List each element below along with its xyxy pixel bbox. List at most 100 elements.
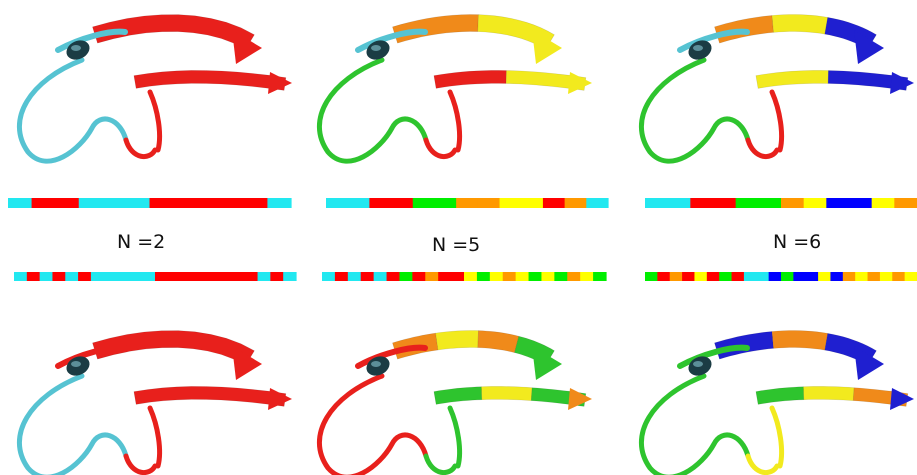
bar-segment: [830, 272, 843, 281]
bar-segment: [168, 272, 181, 281]
bar-segment: [892, 272, 905, 281]
helix-highlight: [693, 361, 703, 367]
bar-segment: [283, 272, 296, 281]
strand-segment: [434, 70, 507, 88]
bar-segment: [197, 198, 221, 208]
bar-segment: [52, 272, 65, 281]
c-terminal-tube: [426, 456, 455, 473]
bar-segment: [245, 272, 258, 281]
bar-segment: [804, 198, 827, 208]
bar-segment: [102, 198, 126, 208]
bar-segment: [413, 198, 435, 208]
c-terminal-tube: [126, 456, 155, 473]
bar-segment: [451, 272, 465, 281]
c-terminal-tube: [748, 456, 777, 473]
bar-segment: [348, 198, 370, 208]
strand-arrowhead: [890, 388, 914, 410]
bar-segment: [645, 198, 668, 208]
bar-segment: [682, 272, 695, 281]
bar-segment: [843, 272, 856, 281]
strand-segment: [134, 70, 286, 90]
strand-segment: [756, 70, 829, 88]
sequence-bar-col1_bottom: [14, 272, 297, 281]
bar-segment: [894, 198, 917, 208]
bar-segment: [322, 272, 336, 281]
strand-arrowhead: [568, 72, 592, 94]
bar-segment: [586, 198, 608, 208]
strand-segment: [756, 387, 804, 405]
bar-segment: [117, 272, 130, 281]
bar-segment: [206, 272, 219, 281]
strand-arrowhead: [890, 72, 914, 94]
bar-segment: [361, 272, 375, 281]
bar-segment: [855, 272, 868, 281]
bar-segment: [503, 272, 517, 281]
sequence-bar-col1_top: [8, 198, 292, 208]
bar-segment: [79, 198, 103, 208]
bar-segment: [27, 272, 40, 281]
bar-segment: [478, 198, 500, 208]
strand-segment: [434, 387, 482, 405]
bar-segment: [781, 198, 804, 208]
label-n2: N =2: [117, 231, 165, 253]
bar-segment: [326, 198, 348, 208]
c-terminal-tube: [426, 140, 455, 157]
bar-segment: [567, 272, 581, 281]
bar-segment: [399, 272, 413, 281]
label-n6: N =6: [773, 231, 821, 253]
helix-highlight: [371, 361, 381, 367]
bar-segment: [387, 272, 401, 281]
bar-segment: [412, 272, 426, 281]
bar-segment: [220, 198, 244, 208]
sequence-bar-col3_bottom: [645, 272, 917, 281]
bar-segment: [554, 272, 568, 281]
bar-segment: [129, 272, 142, 281]
bar-segment: [369, 198, 391, 208]
bar-segment: [490, 272, 504, 281]
bar-segment: [142, 272, 155, 281]
helix-highlight: [71, 361, 81, 367]
label-n5: N =5: [432, 234, 480, 256]
strand-segment: [478, 331, 519, 353]
bar-segment: [694, 272, 707, 281]
turn-tube: [150, 408, 160, 466]
bar-segment: [55, 198, 79, 208]
bar-segment: [258, 272, 271, 281]
bar-segment: [793, 272, 806, 281]
bar-segment: [719, 272, 732, 281]
bar-segment: [232, 272, 245, 281]
bar-segment: [40, 272, 53, 281]
sequence-bar-col3_top: [645, 198, 917, 208]
bar-segment: [758, 198, 781, 208]
bar-segment: [104, 272, 117, 281]
bar-segment: [335, 272, 349, 281]
bar-segment: [580, 272, 594, 281]
strand-arrowhead: [568, 388, 592, 410]
bar-segment: [769, 272, 782, 281]
bar-segment: [736, 198, 759, 208]
ribbon-structure-col2_bottom: [319, 331, 592, 475]
strand-arrowhead: [268, 72, 292, 94]
loop-tube: [641, 376, 748, 475]
bar-segment: [645, 272, 658, 281]
bar-segment: [806, 272, 819, 281]
bar-segment: [155, 272, 168, 281]
c-terminal-tube: [126, 140, 155, 157]
bar-segment: [425, 272, 439, 281]
bar-segment: [668, 198, 691, 208]
strand-segment: [393, 15, 479, 44]
turn-tube: [772, 92, 782, 150]
turn-tube: [450, 408, 460, 466]
bar-segment: [244, 198, 268, 208]
bar-segment: [391, 198, 413, 208]
bar-segment: [456, 198, 478, 208]
turn-tube: [150, 92, 160, 150]
strand-segment: [436, 331, 479, 351]
bar-segment: [541, 272, 555, 281]
bar-segment: [374, 272, 388, 281]
bar-segment: [744, 272, 757, 281]
bar-segment: [826, 198, 849, 208]
bar-segment: [707, 272, 720, 281]
bar-segment: [126, 198, 150, 208]
